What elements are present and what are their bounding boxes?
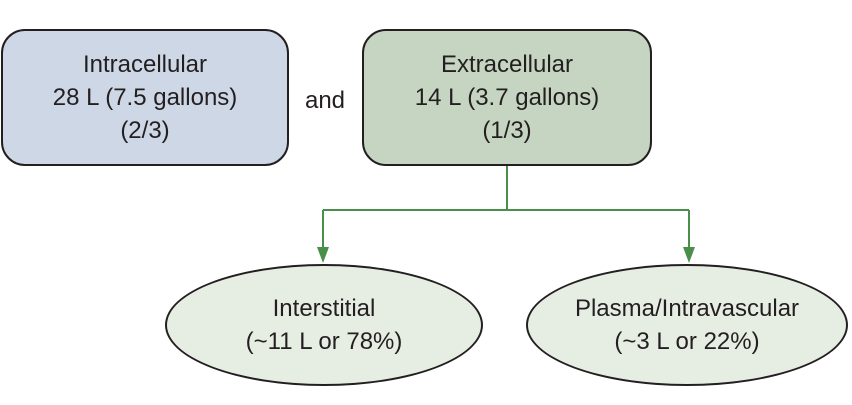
interstitial-oval: Interstitial (~11 L or 78%) xyxy=(165,264,483,386)
arrowhead-right xyxy=(683,247,695,263)
arrowhead-left xyxy=(317,247,329,263)
intracellular-fraction: (2/3) xyxy=(120,117,170,144)
intracellular-name: Intracellular xyxy=(82,51,208,78)
extracellular-fraction: (1/3) xyxy=(482,117,532,144)
intracellular-box: Intracellular 28 L (7.5 gallons) (2/3) xyxy=(1,29,289,166)
extracellular-name: Extracellular xyxy=(440,51,574,78)
and-label: and xyxy=(304,87,346,114)
extracellular-volume: 14 L (3.7 gallons) xyxy=(414,84,600,111)
plasma-detail: (~3 L or 22%) xyxy=(614,328,760,355)
extracellular-box: Extracellular 14 L (3.7 gallons) (1/3) xyxy=(362,29,652,166)
interstitial-name: Interstitial xyxy=(272,295,376,322)
plasma-oval: Plasma/Intravascular (~3 L or 22%) xyxy=(526,264,848,386)
plasma-name: Plasma/Intravascular xyxy=(574,295,800,322)
interstitial-detail: (~11 L or 78%) xyxy=(245,328,403,355)
intracellular-volume: 28 L (7.5 gallons) xyxy=(52,84,238,111)
